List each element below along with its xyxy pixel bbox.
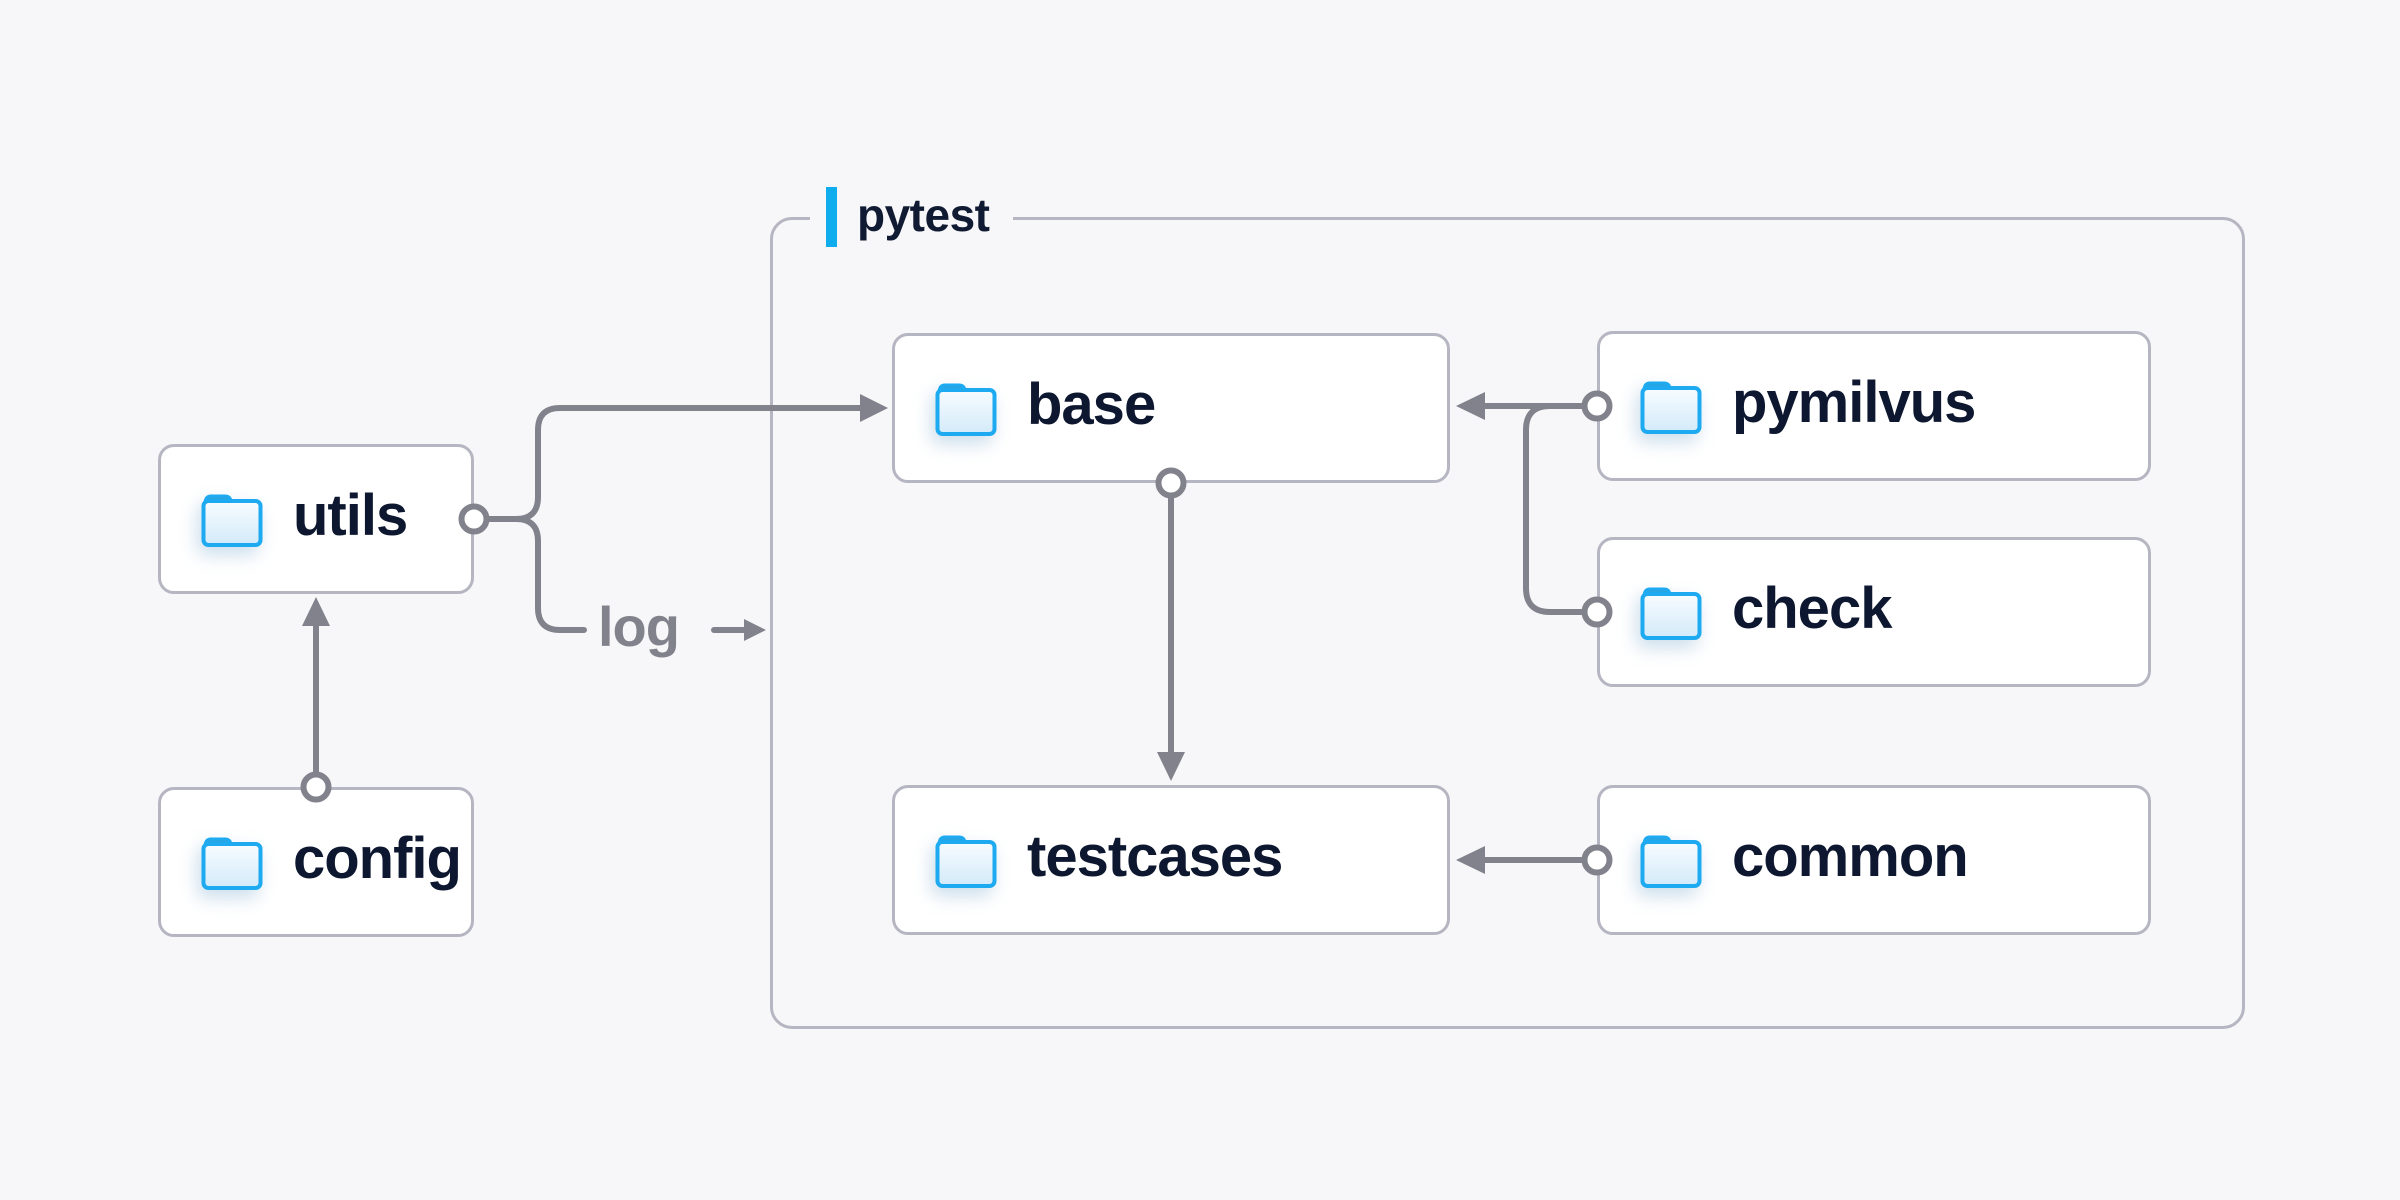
folder-icon bbox=[1638, 377, 1704, 435]
node-common[interactable]: common bbox=[1597, 785, 2151, 935]
node-config[interactable]: config bbox=[158, 787, 474, 937]
folder-icon bbox=[199, 490, 265, 548]
folder-icon bbox=[1638, 831, 1704, 889]
edge-log-into-pytest bbox=[711, 619, 766, 641]
node-label-common: common bbox=[1732, 824, 1969, 889]
node-label-utils: utils bbox=[293, 483, 408, 548]
edge-utils-to-log bbox=[486, 516, 587, 633]
folder-icon bbox=[933, 379, 999, 437]
node-testcases[interactable]: testcases bbox=[892, 785, 1450, 935]
node-label-check: check bbox=[1732, 576, 1892, 641]
edge-label-log: log bbox=[598, 595, 680, 658]
node-label-base: base bbox=[1027, 372, 1156, 437]
node-pymilvus[interactable]: pymilvus bbox=[1597, 331, 2151, 481]
pytest-group-label: pytest bbox=[810, 184, 1014, 250]
node-label-pymilvus: pymilvus bbox=[1732, 370, 1976, 435]
edge-config-to-utils bbox=[300, 597, 332, 803]
folder-icon bbox=[1638, 583, 1704, 641]
folder-icon bbox=[933, 831, 999, 889]
node-base[interactable]: base bbox=[892, 333, 1450, 483]
accent-bar-icon bbox=[826, 187, 837, 247]
node-check[interactable]: check bbox=[1597, 537, 2151, 687]
pytest-group-container bbox=[770, 217, 2245, 1029]
node-utils[interactable]: utils bbox=[158, 444, 474, 594]
pytest-group-title: pytest bbox=[857, 189, 990, 241]
node-label-testcases: testcases bbox=[1027, 824, 1283, 889]
folder-icon bbox=[199, 833, 265, 891]
node-label-config: config bbox=[293, 826, 462, 891]
